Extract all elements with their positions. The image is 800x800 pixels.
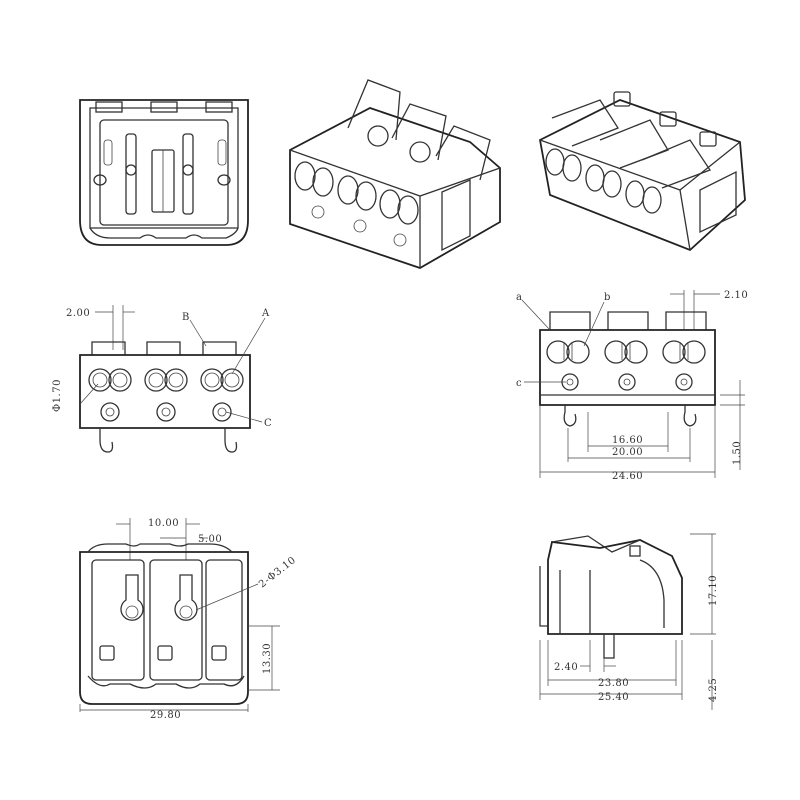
right-dim-mid: 20.00 [612, 447, 643, 458]
front-label-c: C [264, 418, 272, 429]
front-view: 2.00 Φ1.70 B A C [52, 305, 272, 453]
right-dim-top-right: 2.10 [724, 290, 748, 301]
right-label-c: c [516, 378, 522, 389]
bottom-dim-holes: 2-Φ3.10 [257, 555, 298, 591]
side-dim-offset: 2.40 [554, 662, 578, 673]
bottom-view: 10.00 5.00 2-Φ3.10 13.30 29.80 [79, 518, 298, 721]
right-label-b: b [604, 292, 611, 303]
right-dim-inner: 16.60 [612, 435, 643, 446]
isometric-view-rear [538, 91, 746, 252]
front-label-a: A [261, 308, 270, 319]
top-view [79, 99, 249, 246]
bottom-dim-height: 13.30 [262, 643, 273, 674]
side-dim-height: 17.10 [708, 575, 719, 606]
right-view: 2.10 a b c 16.60 20.0 [516, 290, 748, 482]
side-view: 17.10 2.40 23.80 25.40 4.25 [539, 533, 719, 710]
side-dim-inner-len: 23.80 [598, 678, 629, 689]
right-dim-overall: 24.60 [612, 471, 643, 482]
bottom-dim-half: 5.00 [198, 534, 222, 545]
side-dim-overall-len: 25.40 [598, 692, 629, 703]
bottom-dim-pitch: 10.00 [148, 518, 179, 529]
right-dim-pin: 1.50 [732, 441, 743, 465]
right-label-a: a [516, 292, 522, 303]
side-dim-pin-len: 4.25 [708, 678, 719, 702]
isometric-view-front [289, 79, 501, 269]
front-dim-top-left: 2.00 [66, 308, 90, 319]
wire-entry-holes [88, 368, 244, 392]
front-label-b: B [182, 312, 190, 323]
front-dim-diameter: Φ1.70 [52, 379, 63, 412]
bottom-dim-width: 29.80 [150, 710, 181, 721]
